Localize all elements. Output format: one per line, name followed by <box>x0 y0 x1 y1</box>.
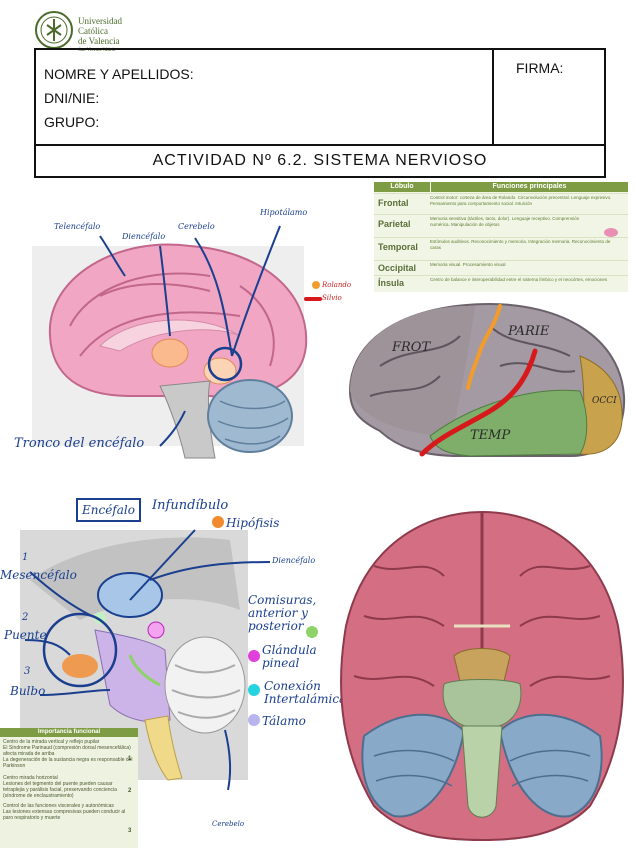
label-glandula-2: pineal <box>262 656 300 670</box>
label-hipofisis: Hipófisis <box>226 516 280 530</box>
signature-label: FIRMA: <box>516 60 564 76</box>
name-field-label: NOMRE Y APELLIDOS: <box>44 66 194 82</box>
panel-row-num-2: 2 <box>128 788 132 794</box>
university-name-1: Universidad <box>78 16 122 26</box>
function-item: Centro mirada horizontal <box>3 775 58 781</box>
label-comisuras-3: posterior <box>248 619 304 633</box>
activity-title: ACTIVIDAD Nº 6.2. SISTEMA NERVIOSO <box>36 144 604 178</box>
label-comisuras-1: Comisuras, <box>248 593 317 607</box>
label-cerebelo-2: Cerebelo <box>212 820 245 828</box>
table-row: Parietal Memoria sensitiva (táctiles, ta… <box>374 214 628 237</box>
label-telencefalo: Telencéfalo <box>54 222 101 231</box>
rolando-marker-icon <box>312 281 320 289</box>
lobe-name: Temporal <box>378 242 418 252</box>
glandula-dot-icon <box>248 650 260 662</box>
function-item: El Síndrome Parinaud (compresión dorsal … <box>3 745 131 757</box>
lobe-desc: Estímulos auditivos. Reconocimiento y me… <box>430 239 611 250</box>
function-item: Control de las funciones viscerales y au… <box>3 803 114 809</box>
id-field-label: DNI/NIE: <box>44 90 100 106</box>
insula-brain-icon <box>604 228 618 237</box>
university-name-2: Católica <box>78 26 108 36</box>
label-hipotalamo: Hipotálamo <box>260 208 308 217</box>
table-row: Frontal Control motor: corteza de área d… <box>374 193 628 214</box>
lobe-desc: Memoria sensitiva (táctiles, tacto, dolo… <box>430 216 580 227</box>
lobe-name: Occipital <box>378 263 417 273</box>
sagittal-brain-illustration <box>32 225 308 459</box>
label-glandula-pineal: Glándula pineal <box>262 644 317 670</box>
label-comisuras: Comisuras, anterior y posterior <box>248 594 316 633</box>
header-box: NOMRE Y APELLIDOS: DNI/NIE: GRUPO: FIRMA… <box>34 48 606 178</box>
lobe-desc: Memoria visual. Procesamiento visual <box>430 262 506 267</box>
university-seal-icon <box>35 11 73 49</box>
function-item: Las lesiones extensas compresivas pueden… <box>3 809 126 821</box>
silvio-marker-icon <box>304 297 322 301</box>
label-lobe-temporal: TEMP <box>470 428 511 443</box>
hipofisis-dot-icon <box>212 516 224 528</box>
inferior-brain-figure <box>334 506 630 844</box>
lobe-desc: Centro de balance e interoperabilidad en… <box>430 277 608 282</box>
table-row: Ínsula Centro de balance e interoperabil… <box>374 275 628 292</box>
table-row: Temporal Estímulos auditivos. Reconocimi… <box>374 237 628 260</box>
student-info-cell: NOMRE Y APELLIDOS: DNI/NIE: GRUPO: <box>36 50 494 144</box>
panel-row-num-1: 1 <box>128 756 132 762</box>
table-header-lobe: Lóbulo <box>374 182 430 192</box>
functional-importance-panel: Importancia funcional Centro de la mirad… <box>0 728 138 848</box>
function-item: La degeneración de la sustancia negra es… <box>3 757 133 769</box>
encefalo-box: Encéfalo <box>76 498 141 522</box>
label-diencefalo-2: Diencéfalo <box>272 556 316 565</box>
label-comisuras-2: anterior y <box>248 606 308 620</box>
label-lobe-occipital: OCCI <box>592 396 617 406</box>
label-conexion-1: Conexión <box>264 679 321 693</box>
university-logo: Universidad Católica de Valencia San Vic… <box>34 10 184 53</box>
talamo-dot-icon <box>248 714 260 726</box>
label-conexion-2: Intertalámica <box>264 692 347 706</box>
conexion-dot-icon <box>248 684 260 696</box>
comisuras-dot-icon <box>306 626 318 638</box>
label-mesencefalo: Mesencéfalo <box>0 568 77 582</box>
table-header-functions: Funciones principales <box>431 182 628 192</box>
university-name-3: de Valencia <box>78 36 120 46</box>
university-subtitle: San Vicente Mártir <box>78 48 116 53</box>
label-glandula-1: Glándula <box>262 643 317 657</box>
num-1: 1 <box>22 552 29 563</box>
functional-importance-title: Importancia funcional <box>0 728 138 737</box>
function-item: Lesiones del tegmento del puente pueden … <box>3 781 117 799</box>
lateral-brain-illustration <box>348 302 626 457</box>
lateral-brain-lobes-figure: FROT PARIE TEMP OCCI <box>340 296 630 476</box>
inferior-brain-illustration <box>340 510 624 842</box>
panel-row-num-3: 3 <box>128 828 132 834</box>
num-3: 3 <box>24 666 31 677</box>
lobe-name: Ínsula <box>378 278 405 288</box>
label-tronco-encefalo: Tronco del encéfalo <box>14 436 145 451</box>
label-lobe-frontal: FROT <box>392 340 431 355</box>
function-item: Centro de la mirada vertical y reflejo p… <box>3 739 100 745</box>
sagittal-brain-figure: Telencéfalo Diencéfalo Cerebelo Hipotála… <box>10 196 340 466</box>
label-cerebelo: Cerebelo <box>178 222 215 231</box>
table-row: Occipital Memoria visual. Procesamiento … <box>374 260 628 275</box>
group-field-label: GRUPO: <box>44 114 100 130</box>
label-silvio: Silvio <box>322 294 342 302</box>
lobe-name: Parietal <box>378 219 411 229</box>
label-diencefalo: Diencéfalo <box>122 232 166 241</box>
label-infundibulo: Infundíbulo <box>152 498 229 513</box>
num-2: 2 <box>22 612 29 623</box>
lobe-name: Frontal <box>378 198 409 208</box>
label-encefalo: Encéfalo <box>82 503 135 517</box>
label-puente: Puente <box>4 628 47 642</box>
label-conexion-intertalamica: Conexión Intertalámica <box>264 680 346 706</box>
lobes-functions-table: Lóbulo Funciones principales Frontal Con… <box>374 182 628 292</box>
lobe-desc: Control motor: corteza de área de Roland… <box>430 195 612 206</box>
label-bulbo: Bulbo <box>10 684 46 698</box>
label-rolando: Rolando <box>322 281 352 289</box>
label-lobe-parietal: PARIE <box>508 324 550 339</box>
label-talamo: Tálamo <box>262 714 306 728</box>
